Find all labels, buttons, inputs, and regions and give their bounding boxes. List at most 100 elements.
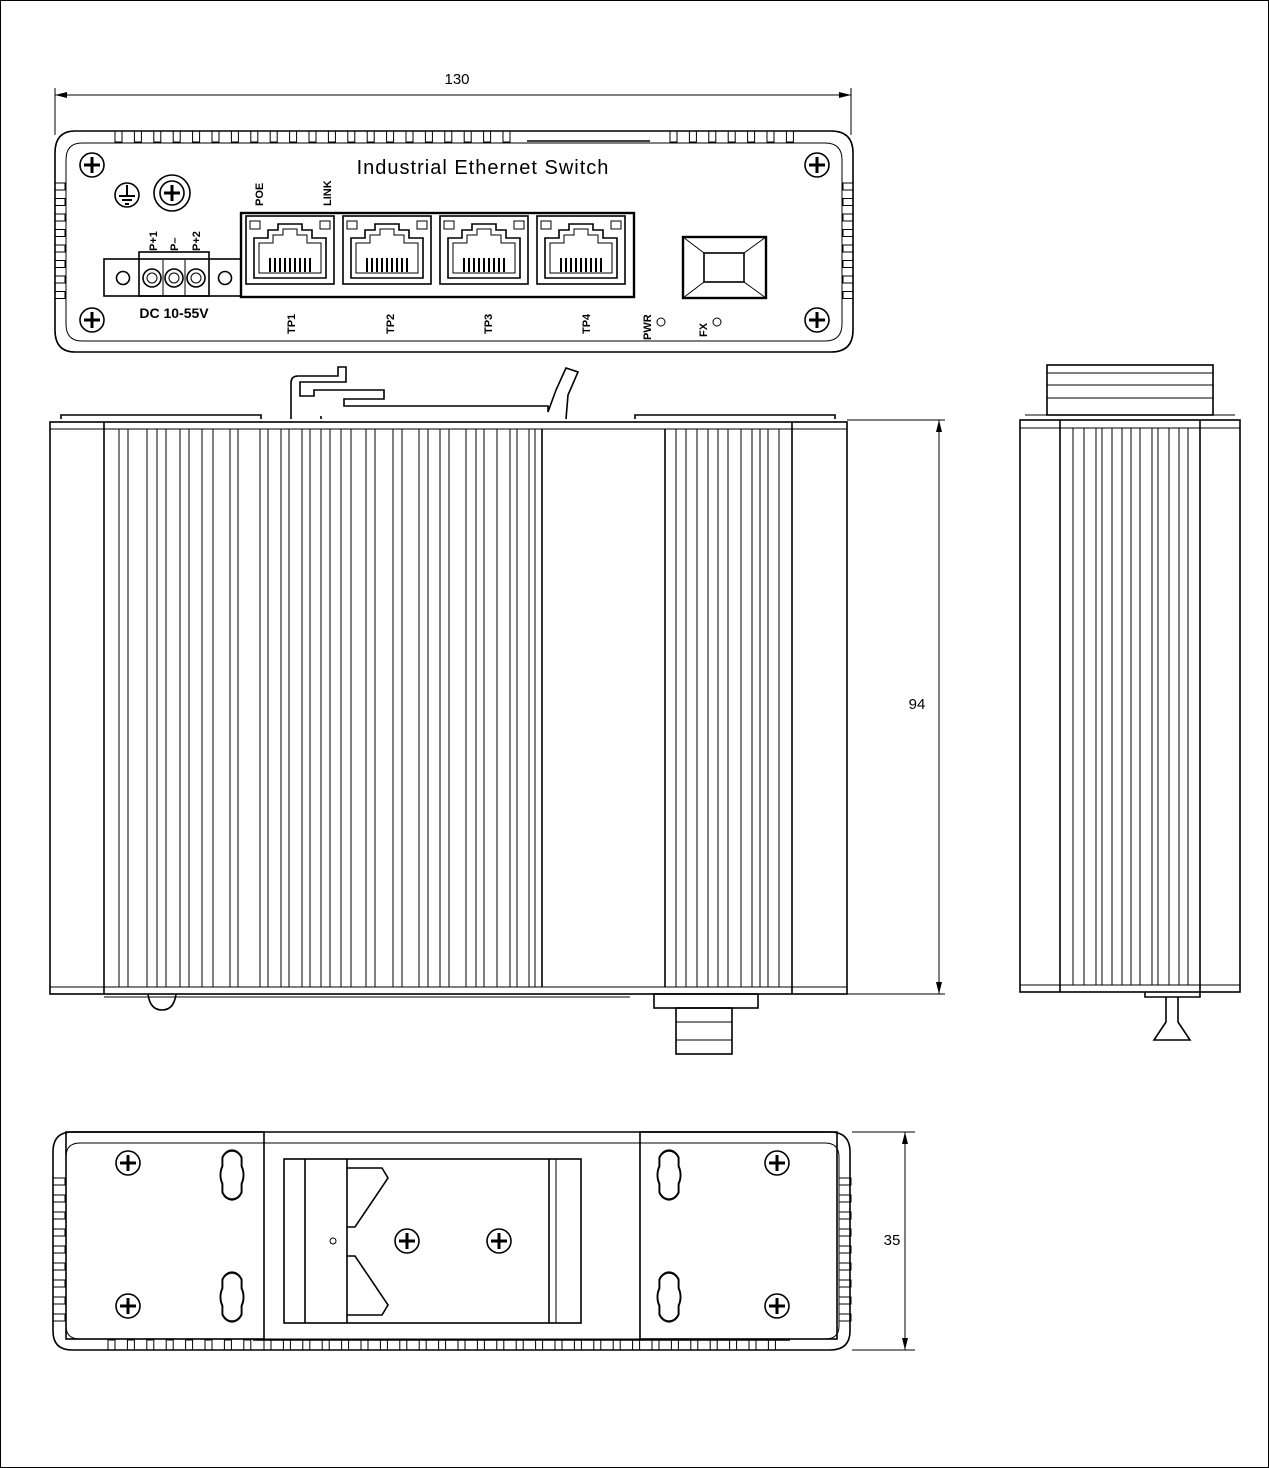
fin (341, 1339, 350, 1351)
power-rating-label: DC 10-55V (139, 305, 209, 321)
fin (165, 1339, 174, 1351)
led-poe-label: POE (254, 183, 266, 206)
heatsink-ribs (1072, 428, 1189, 985)
fin (573, 1339, 582, 1351)
fin (438, 1339, 447, 1351)
fin (211, 130, 220, 143)
fin (708, 130, 717, 143)
screw-icon (803, 151, 831, 179)
fin (204, 1339, 213, 1351)
front-panel-outline (54, 130, 854, 353)
fin (302, 1339, 311, 1351)
heatsink-fins-top (114, 130, 794, 143)
fin (670, 1339, 679, 1351)
fin (366, 130, 375, 143)
fin (185, 1339, 194, 1351)
fin (418, 1339, 427, 1351)
fin (842, 291, 854, 299)
fin (54, 275, 66, 284)
fin (54, 229, 66, 237)
fin (52, 1194, 66, 1203)
fin (107, 1339, 116, 1351)
fin (250, 130, 259, 143)
rj45-port-icon (439, 215, 529, 285)
fin (172, 130, 181, 143)
fin (223, 1339, 232, 1351)
fin (444, 130, 453, 143)
fin (399, 1339, 408, 1351)
fin (269, 130, 278, 143)
led-link-label: LINK (322, 180, 334, 206)
rj45-block (239, 211, 636, 299)
rj45-port-icon (342, 215, 432, 285)
fin (842, 182, 854, 191)
fin (727, 130, 736, 143)
mounting-plate-left (65, 1131, 265, 1340)
fin (263, 1339, 272, 1351)
fin (54, 244, 66, 253)
device-title: Industrial Ethernet Switch (357, 157, 610, 179)
bottom-view: 35 (52, 1131, 915, 1351)
port-tp2-label: TP2 (385, 314, 397, 334)
height-dim-label: 35 (884, 1232, 901, 1249)
din-rail-clip-icon (283, 1158, 582, 1324)
fin (54, 213, 66, 222)
screw-icon (114, 1292, 142, 1320)
fin (515, 1339, 524, 1351)
fin (405, 130, 414, 143)
terminal-p2-label: P+2 (191, 231, 203, 251)
fin (785, 130, 794, 143)
fin (52, 1211, 66, 1220)
fin (669, 130, 678, 143)
fin (842, 244, 854, 253)
fin (688, 130, 697, 143)
fin (766, 130, 775, 143)
fin (243, 1339, 252, 1351)
fin (842, 213, 854, 222)
screw-icon (78, 306, 106, 334)
screw-icon (803, 306, 831, 334)
fin (502, 130, 511, 143)
mounting-plate-right (639, 1131, 838, 1340)
heatsink-fins-bottom (107, 1339, 776, 1351)
screw-icon (485, 1227, 513, 1255)
ground-screw-icon (153, 174, 191, 212)
fin (747, 130, 756, 143)
fin (289, 130, 298, 143)
port-tp4-label: TP4 (581, 313, 593, 334)
fin (729, 1339, 738, 1351)
fin (838, 1279, 852, 1288)
fin (54, 198, 66, 206)
fin (709, 1339, 718, 1351)
chassis-outline (49, 421, 848, 995)
fin (424, 130, 433, 143)
fin (842, 198, 854, 206)
side-chassis-outline (1019, 419, 1241, 993)
fin (126, 1339, 135, 1351)
fin (476, 1339, 485, 1351)
fin (838, 1245, 852, 1254)
power-terminal-block (103, 251, 242, 297)
fin (230, 130, 239, 143)
led-indicator-icon (656, 317, 666, 327)
fin (52, 1296, 66, 1305)
screw-icon (763, 1292, 791, 1320)
fin (838, 1228, 852, 1237)
fin (838, 1313, 852, 1322)
fin (842, 275, 854, 284)
fin (457, 1339, 466, 1351)
screw-icon (114, 1149, 142, 1177)
fin (842, 229, 854, 237)
screw-icon (393, 1227, 421, 1255)
led-fx-label: FX (698, 322, 710, 337)
fin (52, 1313, 66, 1322)
fin (146, 1339, 155, 1351)
fin (612, 1339, 621, 1351)
fin (838, 1211, 852, 1220)
fin (153, 130, 162, 143)
fin (535, 1339, 544, 1351)
sfp-port-icon (681, 235, 768, 300)
fin (386, 130, 395, 143)
keyhole-icon (219, 1271, 245, 1323)
